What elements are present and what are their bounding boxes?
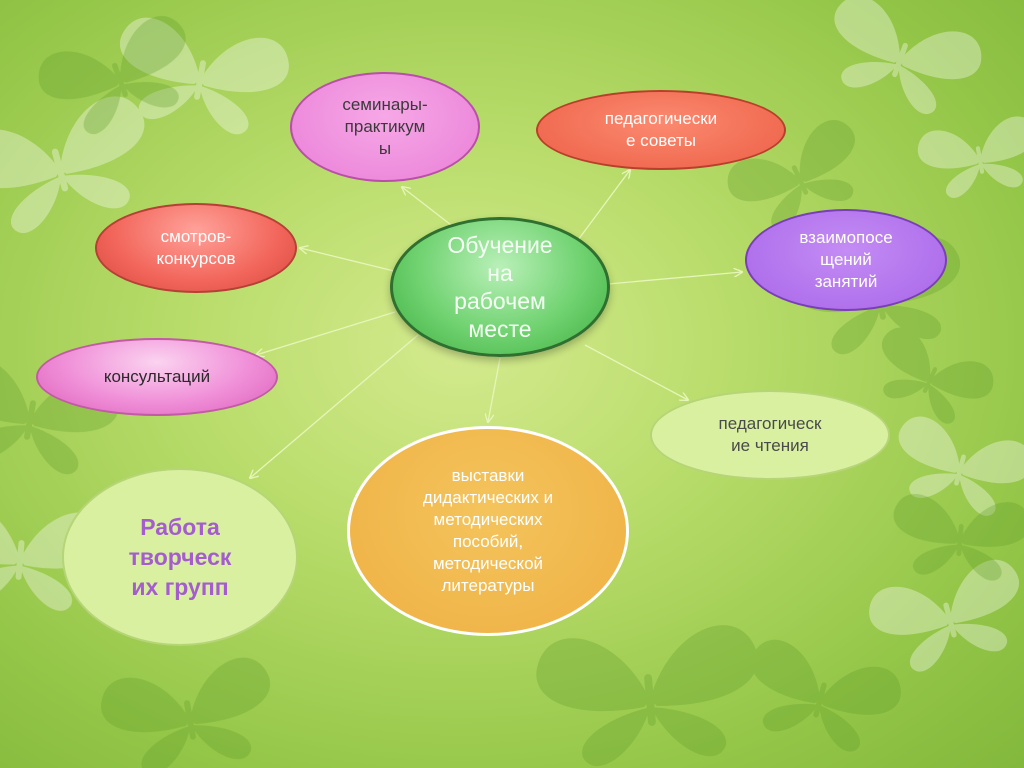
arrow-to-groups <box>250 334 419 478</box>
seminars-label: семинары- практикум ы <box>342 95 428 158</box>
councils-label: педагогически е советы <box>604 109 718 150</box>
node-visits: взаимопосе щений занятий <box>745 209 947 311</box>
node-councils: педагогически е советы <box>536 90 786 170</box>
node-contests: смотров- конкурсов <box>95 203 297 293</box>
arrow-to-exhibits <box>488 357 501 422</box>
center-label: Обучение на рабочем месте <box>447 232 553 342</box>
node-creative-groups: Работа творческ их групп <box>62 468 298 646</box>
arrow-to-consult <box>256 311 396 355</box>
node-consultations: консультаций <box>36 338 278 416</box>
exhibits-label: выставки дидактических и методических по… <box>422 466 554 595</box>
creative-groups-label: Работа творческ их групп <box>128 514 232 600</box>
node-readings: педагогическ ие чтения <box>650 390 890 480</box>
arrow-to-contests <box>300 248 399 273</box>
center-node: Обучение на рабочем месте <box>390 217 610 357</box>
arrow-to-seminars <box>402 187 456 229</box>
node-seminars: семинары- практикум ы <box>290 72 480 182</box>
arrow-to-readings <box>584 344 688 400</box>
consultations-label: консультаций <box>103 367 211 386</box>
arrow-to-councils <box>577 170 630 241</box>
arrow-to-visits <box>607 272 742 285</box>
node-exhibits: выставки дидактических и методических по… <box>347 426 629 636</box>
readings-label: педагогическ ие чтения <box>718 414 822 455</box>
visits-label: взаимопосе щений занятий <box>799 228 893 291</box>
contests-label: смотров- конкурсов <box>156 227 236 268</box>
